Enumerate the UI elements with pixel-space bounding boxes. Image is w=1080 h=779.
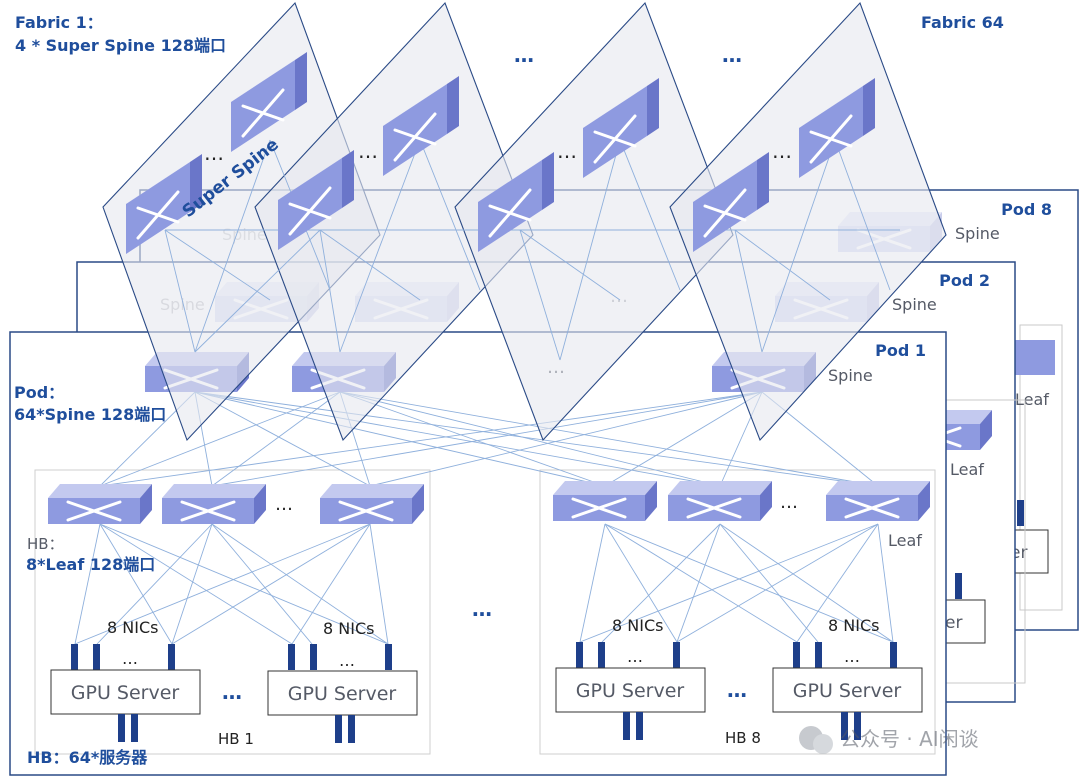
pod-2-nic — [955, 573, 962, 599]
pod-desc-label: 64*Spine 128端口 — [14, 405, 166, 424]
hb-title-label: HB： — [27, 535, 64, 553]
watermark: 公众号 · AI闲谈 — [799, 726, 979, 754]
fabric-1-desc: 4 * Super Spine 128端口 — [15, 36, 226, 55]
svg-text:…: … — [557, 139, 577, 163]
hb-ellipsis: … — [472, 597, 492, 621]
nic-label-3: 8 NICs — [612, 616, 663, 635]
svg-text:…: … — [627, 647, 643, 666]
svg-text:…: … — [772, 139, 792, 163]
hb-1-leaf-switch-3 — [318, 482, 426, 526]
gpu-server-3-label: GPU Server — [576, 680, 685, 702]
fabric-ellipsis-1: … — [514, 43, 534, 67]
server-ellipsis-1: … — [222, 680, 242, 704]
hb-1-label: HB 1 — [218, 730, 254, 748]
nic-label-4: 8 NICs — [828, 616, 879, 635]
pod-8-spine-label: Spine — [955, 224, 1000, 243]
svg-text:…: … — [204, 141, 224, 165]
gpu-server-4 — [772, 667, 923, 713]
fabric-1-title: Fabric 1： — [15, 13, 103, 32]
gpu-server-3 — [555, 667, 706, 713]
hb-8-label: HB 8 — [725, 729, 761, 747]
hb-8-leaf-ellipsis: … — [780, 492, 798, 513]
pod-2-partial-server: er — [945, 613, 962, 633]
hb-8-leaf-switch-1 — [551, 479, 659, 523]
hb-8-box — [539, 469, 936, 755]
gpu-server-4-label: GPU Server — [793, 680, 902, 702]
gpu-server-1-label: GPU Server — [71, 682, 180, 704]
svg-text:…: … — [339, 651, 355, 670]
pod-8-leaf-label: Leaf — [1015, 390, 1049, 409]
fabric-planes: … Super Spine … … … — [102, 1, 947, 442]
fabric-ellipsis-2: … — [722, 43, 742, 67]
watermark-text: 公众号 · AI闲谈 — [840, 727, 979, 751]
hb-8-leaf-switch-2 — [666, 479, 774, 523]
pod-8-nic — [1017, 500, 1024, 526]
pod-2-spine-label: Spine — [892, 295, 937, 314]
hb-bottom-label: HB：64*服务器 — [27, 748, 148, 767]
pod-8-title: Pod 8 — [1001, 200, 1052, 219]
hb-desc-label: 8*Leaf 128端口 — [26, 555, 155, 574]
pod-1-spine-label: Spine — [828, 366, 873, 385]
svg-text:…: … — [358, 139, 378, 163]
hb-1-box — [34, 469, 431, 755]
svg-text:…: … — [122, 649, 138, 668]
nic-label-1: 8 NICs — [107, 618, 158, 637]
fabric-64-plane — [669, 1, 947, 442]
hb-1-leaf-switch-2 — [160, 482, 268, 526]
pod-1-panel: Pod 1 Spine Pod： 64*Spine 128端口 … — [9, 331, 947, 776]
pod-2-leaf-label: Leaf — [950, 460, 984, 479]
hb-1-leaf-switch-1 — [46, 482, 154, 526]
fabric-64-title: Fabric 64 — [921, 13, 1004, 32]
nic-label-2: 8 NICs — [323, 619, 374, 638]
pod-title-label: Pod： — [14, 383, 64, 402]
gpu-server-2-label: GPU Server — [288, 683, 397, 705]
gpu-server-2 — [267, 670, 418, 716]
pod-1-title: Pod 1 — [875, 341, 926, 360]
hb-1-leaf-ellipsis: … — [275, 494, 293, 515]
svg-text:…: … — [844, 647, 860, 666]
server-ellipsis-2: … — [727, 678, 747, 702]
pod-2-title: Pod 2 — [939, 271, 990, 290]
gpu-server-1 — [50, 669, 201, 715]
pod-1-leaf-label: Leaf — [888, 531, 922, 550]
hb-8-leaf-switch-3 — [824, 479, 932, 523]
